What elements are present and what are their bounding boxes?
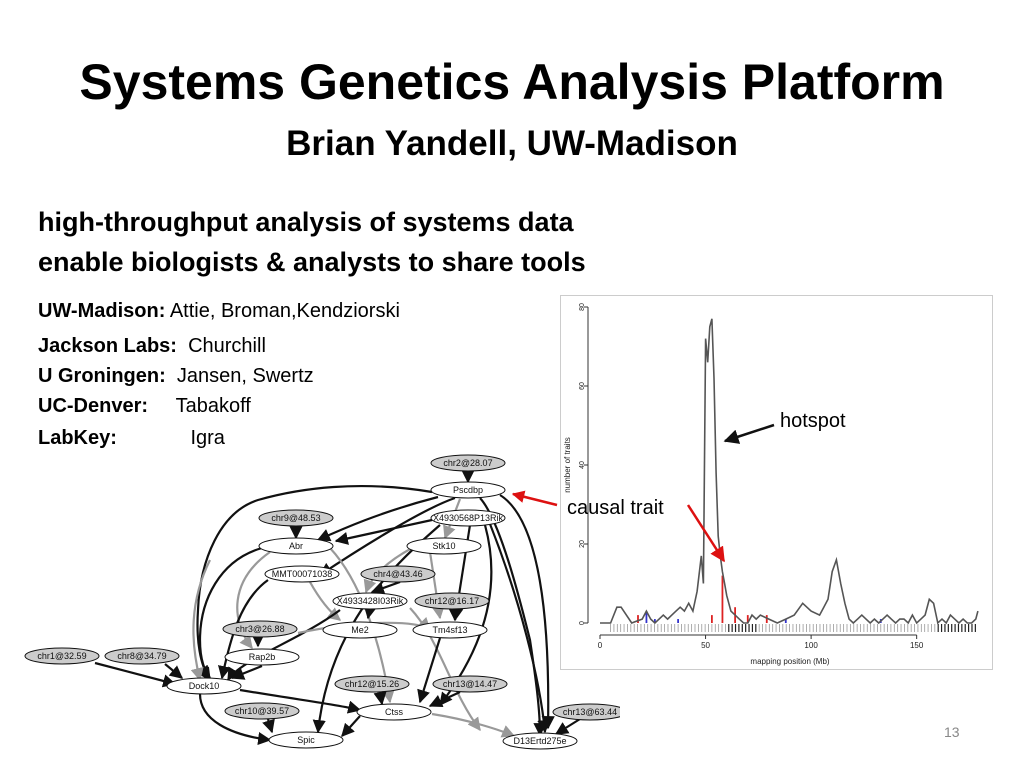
bullet-list: high-throughput analysis of systems data… — [38, 202, 586, 282]
network-node-chr3: chr3@26.88 — [222, 620, 298, 638]
y-axis-label: number of traits — [563, 437, 572, 493]
chart-frame — [560, 295, 993, 670]
node-label: MMT00071038 — [272, 569, 333, 579]
network-node-chr13-63: chr13@63.44 — [552, 703, 620, 721]
node-label: Ctss — [385, 707, 404, 717]
collaborator-org: U Groningen: — [38, 365, 166, 387]
node-label: Pscdbp — [453, 485, 483, 495]
node-label: chr13@63.44 — [563, 707, 617, 717]
collaborator-org: UW-Madison: — [38, 300, 166, 322]
node-label: chr12@16.17 — [425, 596, 479, 606]
network-node-stk10: Stk10 — [406, 537, 482, 555]
y-tick-label: 80 — [579, 303, 586, 311]
x-tick-label: 0 — [598, 641, 603, 650]
network-node-dock10: Dock10 — [166, 677, 242, 695]
causal-trait-label: causal trait — [567, 497, 664, 519]
node-label: chr1@32.59 — [37, 651, 86, 661]
network-node-chr8: chr8@34.79 — [104, 647, 180, 665]
hotspot-chart: 0 20 40 60 80 0 50 100 150 mapping position (Mb)… — [560, 295, 993, 670]
hotspot-label: hotspot — [780, 410, 846, 432]
node-label: X4930568P13Rik — [433, 513, 504, 523]
y-tick-label: 40 — [579, 461, 586, 469]
network-node-me2: Me2 — [322, 621, 398, 639]
y-tick-label: 0 — [579, 621, 586, 625]
node-label: Abr — [289, 541, 303, 551]
collaborator-org: LabKey: — [38, 427, 117, 449]
network-node-ctss: Ctss — [356, 703, 432, 721]
node-label: chr12@15.26 — [345, 679, 399, 689]
network-node-spic: Spic — [268, 731, 344, 749]
collaborator-line: UW-Madison: Attie, Broman,Kendziorski — [38, 298, 400, 324]
network-node-chr10: chr10@39.57 — [224, 702, 300, 720]
collaborator-names: Churchill — [188, 335, 266, 357]
node-label: Rap2b — [249, 652, 276, 662]
collaborator-line: Jackson Labs: Churchill — [38, 333, 266, 359]
network-node-pscdbp: Pscdbp — [430, 481, 506, 499]
collaborator-line: LabKey: Igra — [38, 425, 225, 451]
network-node-chr1: chr1@32.59 — [24, 647, 100, 665]
collaborator-names: Igra — [190, 427, 225, 449]
collaborator-org: UC-Denver: — [38, 395, 149, 417]
network-node-d13: D13Ertd275e — [502, 732, 578, 750]
x-tick-label: 100 — [804, 641, 818, 650]
network-node-chr4: chr4@43.46 — [360, 565, 436, 583]
node-label: chr10@39.57 — [235, 706, 289, 716]
slide-subtitle: Brian Yandell, UW-Madison — [286, 124, 738, 163]
network-diagram: chr2@28.07 Pscdbp chr9@48.53 X4930568P13… — [24, 454, 620, 750]
node-label: Me2 — [351, 625, 369, 635]
x-tick-label: 150 — [910, 641, 924, 650]
node-label: Stk10 — [432, 541, 455, 551]
page-number: 13 — [944, 724, 960, 740]
network-node-chr13-14: chr13@14.47 — [432, 675, 508, 693]
collaborator-line: U Groningen: Jansen, Swertz — [38, 363, 314, 389]
bullet-item: enable biologists & analysts to share to… — [38, 247, 586, 277]
node-label: Dock10 — [189, 681, 220, 691]
network-node-abr: Abr — [258, 537, 334, 555]
x-tick-label: 50 — [701, 641, 710, 650]
collaborator-names: Tabakoff — [175, 395, 251, 417]
y-tick-label: 60 — [579, 382, 586, 390]
slide-title: Systems Genetics Analysis Platform — [79, 54, 945, 110]
node-label: chr3@26.88 — [235, 624, 284, 634]
x-axis-label: mapping position (Mb) — [750, 657, 829, 666]
y-tick-label: 20 — [579, 540, 586, 548]
collaborator-line: UC-Denver: Tabakoff — [38, 393, 251, 419]
node-label: chr2@28.07 — [443, 458, 492, 468]
node-label: D13Ertd275e — [513, 736, 566, 746]
node-label: chr4@43.46 — [373, 569, 422, 579]
node-label: Spic — [297, 735, 315, 745]
node-label: Tm4sf13 — [432, 625, 467, 635]
network-node-x4933: X4933428I03Rik — [332, 592, 408, 610]
network-node-chr2-28: chr2@28.07 — [430, 454, 506, 472]
network-node-chr12-15: chr12@15.26 — [334, 675, 410, 693]
network-node-mmt: MMT00071038 — [264, 565, 340, 583]
node-label: chr8@34.79 — [117, 651, 166, 661]
network-node-chr12-16: chr12@16.17 — [414, 592, 490, 610]
collaborator-names: Jansen, Swertz — [176, 365, 314, 387]
collaborator-org: Jackson Labs: — [38, 335, 177, 357]
network-node-rap2b: Rap2b — [224, 648, 300, 666]
collaborator-names: Attie, Broman,Kendziorski — [169, 300, 400, 322]
causal-trait-pointer — [511, 490, 558, 507]
node-label: chr9@48.53 — [271, 513, 320, 523]
node-label: chr13@14.47 — [443, 679, 497, 689]
network-node-tm4sf13: Tm4sf13 — [412, 621, 488, 639]
network-node-chr9: chr9@48.53 — [258, 509, 334, 527]
series-line — [600, 318, 979, 625]
network-node-x4930: X4930568P13Rik — [430, 509, 506, 527]
node-label: X4933428I03Rik — [337, 596, 404, 606]
bullet-item: high-throughput analysis of systems data — [38, 207, 574, 237]
